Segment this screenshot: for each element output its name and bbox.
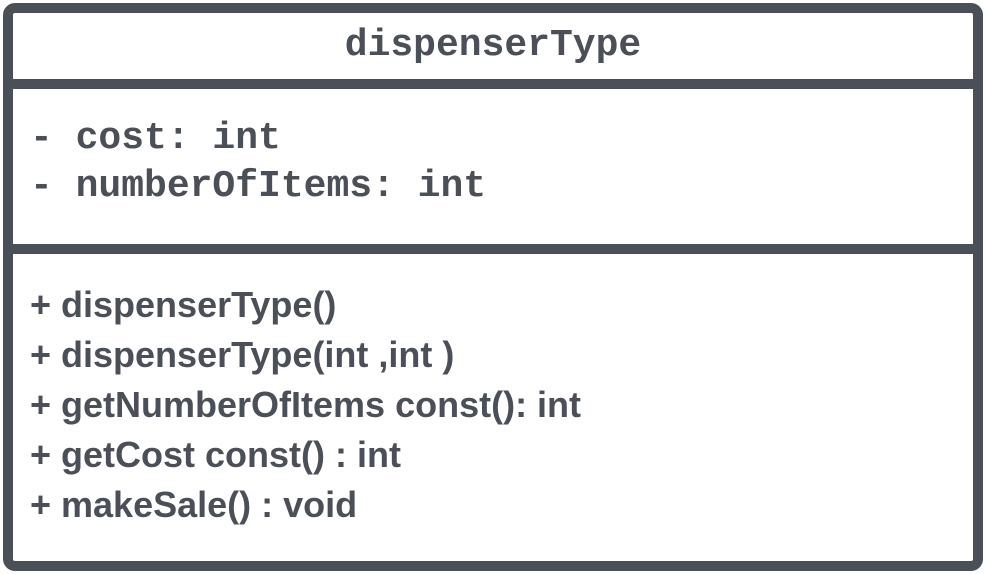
operation-make-sale: + makeSale() : void — [30, 484, 358, 525]
operation-default-constructor: + dispenserType() — [30, 284, 337, 325]
operation-get-cost: + getCost const() : int — [30, 434, 401, 475]
name-divider — [3, 79, 983, 89]
attribute-number-of-items: - numberOfItems: int — [30, 165, 487, 208]
attribute-cost: - cost: int — [30, 117, 281, 160]
attributes-divider — [3, 244, 983, 254]
attributes-compartment: - cost: int - numberOfItems: int — [30, 115, 486, 211]
class-name: dispenserType — [344, 24, 642, 67]
operations-compartment: + dispenserType() + dispenserType(int ,i… — [30, 280, 581, 530]
class-box — [3, 3, 983, 571]
operation-get-number-of-items: + getNumberOfItems const(): int — [30, 384, 582, 425]
operation-param-constructor: + dispenserType(int ,int ) — [30, 334, 455, 375]
